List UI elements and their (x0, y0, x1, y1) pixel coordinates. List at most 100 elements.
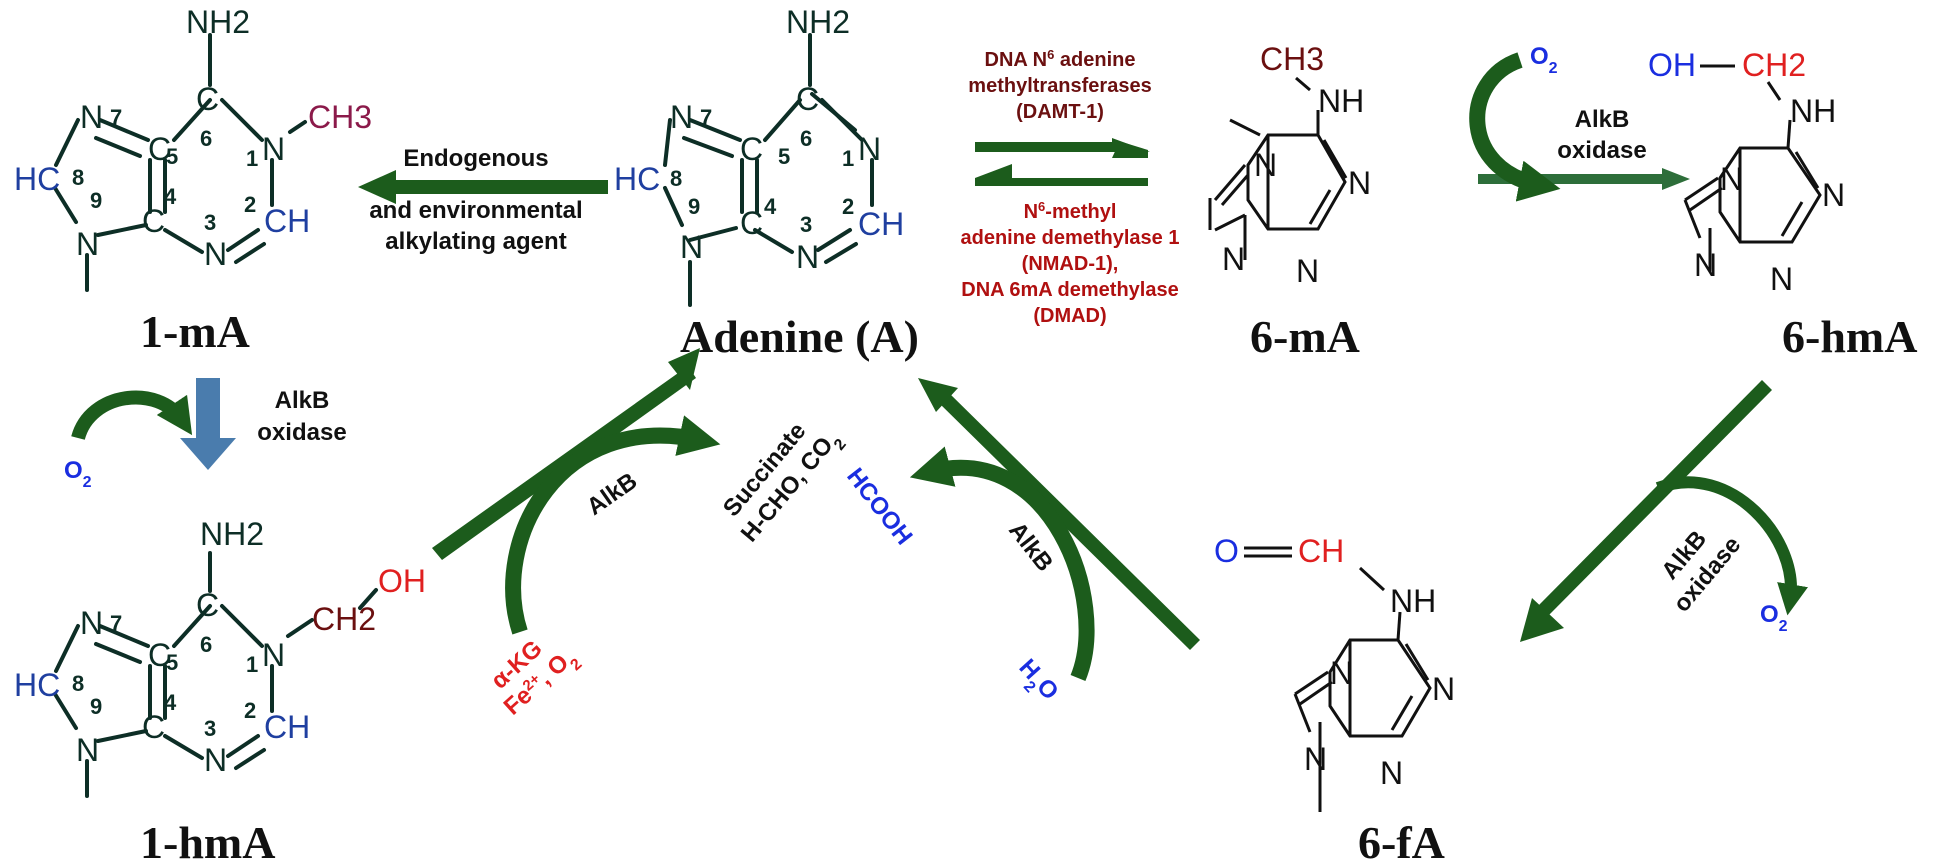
hydroxyl-label: OH (378, 563, 426, 599)
ring-number: 9 (90, 694, 102, 719)
svg-text:oxidase: oxidase (257, 419, 346, 446)
oxidation-arrow-6hma (1520, 380, 1808, 642)
ring-number: 6 (200, 632, 212, 657)
molecule-name: 1-mA (140, 306, 250, 357)
molecule-6ma: CH3 NH N N N N 6-mA (1208, 41, 1371, 362)
svg-text:DNA N6 adenine: DNA N6 adenine (985, 47, 1136, 72)
amine-label: NH (1790, 93, 1836, 129)
atom-n: N (1304, 741, 1327, 777)
atom-hc8: HC (14, 667, 60, 703)
svg-text:oxidase: oxidase (1557, 137, 1646, 164)
ring-number: 2 (842, 194, 854, 219)
molecule-6hma: OH CH2 NH N N N N 6-hmA (1648, 47, 1917, 362)
molecule-name: 6-mA (1250, 311, 1360, 362)
hydroxyl-label: OH (1648, 47, 1696, 83)
atom-hc8: HC (14, 161, 60, 197)
atom-n: N (1296, 253, 1319, 289)
atom-n3: N (204, 742, 227, 778)
molecule-name: 1-hmA (140, 817, 275, 862)
svg-text:(DAMT-1): (DAMT-1) (1016, 101, 1104, 123)
svg-text:DNA 6mA demethylase: DNA 6mA demethylase (961, 279, 1178, 301)
amino-label: NH2 (200, 516, 264, 552)
oxidation-arrow-1ma (71, 378, 236, 470)
svg-text:adenine demethylase 1: adenine demethylase 1 (961, 227, 1180, 249)
ring-number: 3 (204, 210, 216, 235)
svg-text:Endogenous: Endogenous (403, 145, 548, 172)
ring-number: 5 (166, 650, 178, 675)
atom-c6: C (796, 81, 819, 117)
formic-acid-label: HCOOH (841, 463, 917, 550)
molecule-1hma: NH2 N 7 C 5 C 6 1 N CH2 OH 2 CH 3 N 4 C … (14, 516, 426, 862)
atom-n: N (1222, 241, 1245, 277)
ring-number: 2 (244, 192, 256, 217)
demethylation-arrow-1hma (432, 348, 721, 635)
ring-number: 4 (164, 184, 177, 209)
svg-text:AlkB: AlkB (1575, 106, 1630, 133)
atom-n: N (1432, 671, 1455, 707)
atom-n: N (1822, 177, 1845, 213)
ring-number: 1 (246, 652, 258, 677)
ring-number: 4 (164, 690, 177, 715)
atom-n: N (1720, 161, 1743, 197)
atom-c4: C (142, 203, 165, 239)
molecule-name: 6-fA (1358, 817, 1445, 862)
atom-n9: N (76, 732, 99, 768)
ring-number: 4 (764, 194, 777, 219)
damt-enzyme-label: DNA N6 adenine methyltransferases (DAMT-… (968, 47, 1151, 124)
atom-n: N (1380, 755, 1403, 791)
ring-number: 8 (72, 165, 84, 190)
ring-number: 8 (670, 166, 682, 191)
ring-bonds (53, 33, 307, 292)
atom-n7: N (80, 605, 103, 641)
molecule-6fa: O CH NH N N N N 6-fA (1214, 533, 1455, 862)
oxygen-reagent: O2 (1530, 43, 1558, 77)
ring-number: 7 (110, 105, 122, 130)
alkb-oxidase-label-6ma: AlkB oxidase O2 (1530, 43, 1647, 164)
methyl-label: CH3 (1260, 41, 1324, 77)
atom-n1: N (262, 637, 285, 673)
oxygen-label: O (1214, 533, 1239, 569)
atom-n9: N (680, 229, 703, 265)
ring-number: 2 (244, 698, 256, 723)
svg-text:N6-methyl: N6-methyl (1024, 199, 1117, 224)
ring-number: 6 (200, 126, 212, 151)
ch2-label: CH2 (1742, 47, 1806, 83)
atom-n9: N (76, 226, 99, 262)
ring-bonds (1208, 76, 1348, 260)
atom-n7: N (670, 99, 693, 135)
methyl-label: CH3 (308, 99, 372, 135)
alkb-oxidase-label-1ma: AlkB oxidase O2 (64, 387, 347, 491)
ring-number: 5 (778, 144, 790, 169)
demethylase-enzyme-label: N6-methyl adenine demethylase 1 (NMAD-1)… (961, 199, 1180, 328)
cofactors-label: α-KG Fe2+, O2 (486, 635, 585, 721)
ring-number: 7 (110, 611, 122, 636)
svg-text:(NMAD-1),: (NMAD-1), (1022, 253, 1119, 275)
ring-number: 6 (800, 126, 812, 151)
atom-c4: C (142, 709, 165, 745)
ring-number: 5 (166, 144, 178, 169)
molecule-name: 6-hmA (1782, 311, 1917, 362)
ring-number: 3 (204, 716, 216, 741)
alkylation-arrow (358, 170, 608, 204)
atom-hc8: HC (614, 161, 660, 197)
svg-text:methyltransferases: methyltransferases (968, 75, 1151, 97)
molecule-1ma: NH2 N 7 C 5 C 6 1 N CH3 2 CH 3 N 4 C HC … (14, 4, 372, 357)
svg-text:AlkB: AlkB (275, 387, 330, 414)
atom-c6: C (196, 81, 219, 117)
ring-number: 9 (688, 194, 700, 219)
ring-number: 3 (800, 212, 812, 237)
amine-label: NH (1318, 83, 1364, 119)
alkb-label: AlkB (582, 467, 642, 520)
svg-text:and environmental: and environmental (369, 197, 582, 224)
alkylating-agent-label: Endogenous and environmental alkylating … (369, 145, 582, 255)
amino-label: NH2 (186, 4, 250, 40)
atom-n1: N (858, 131, 881, 167)
demethylation-arrow-6fa (909, 378, 1200, 682)
molecule-name: Adenine (A) (680, 311, 919, 362)
ring-bonds (53, 551, 378, 798)
atom-n: N (1254, 147, 1277, 183)
atom-ch2: CH (858, 206, 904, 242)
atom-ch2: CH (264, 203, 310, 239)
ring-number: 7 (700, 105, 712, 130)
ch-label: CH (1298, 533, 1344, 569)
